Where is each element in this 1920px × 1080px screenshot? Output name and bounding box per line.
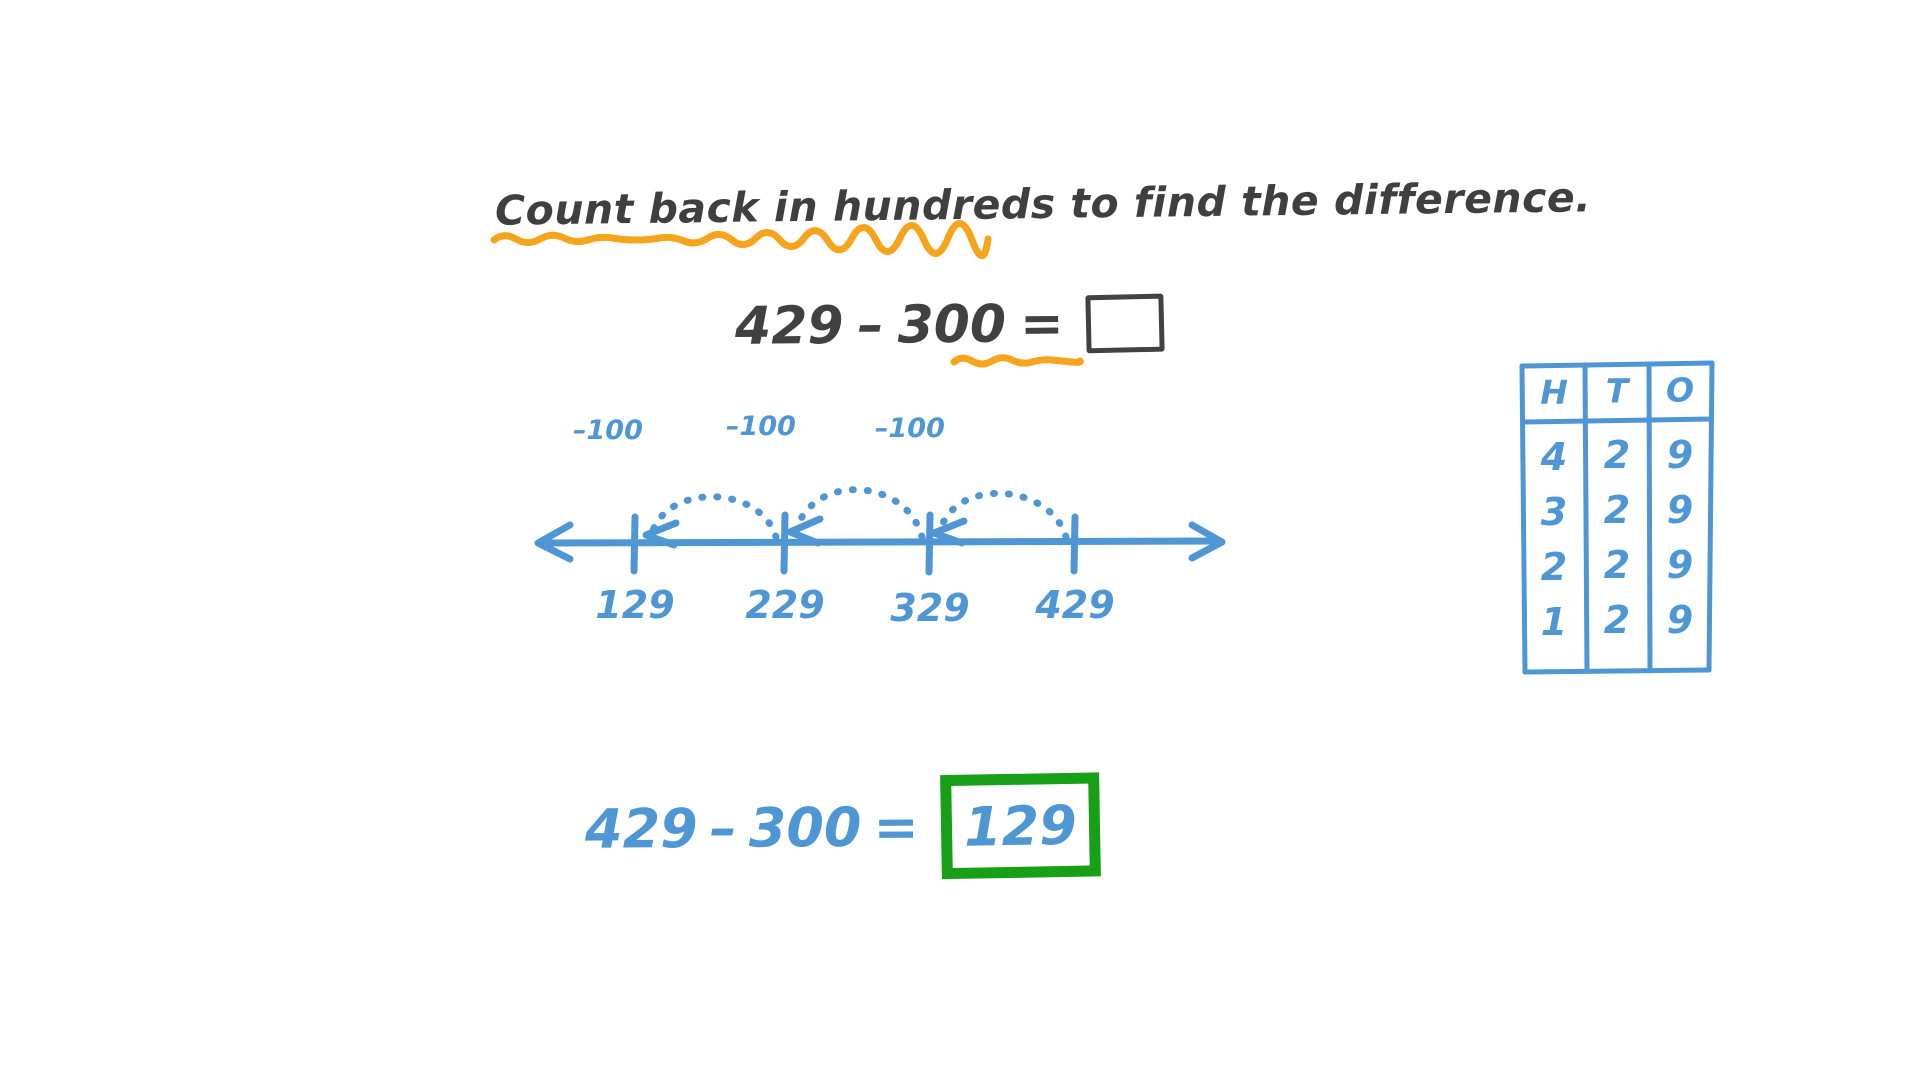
tick-label-229: 229 [745, 583, 825, 627]
table-row: 9 [1666, 488, 1694, 532]
table-row: 2 [1603, 543, 1631, 587]
solution-subtrahend: 300 [748, 795, 862, 860]
table-row: 1 [1540, 600, 1568, 644]
table-header-ones: O [1665, 370, 1695, 410]
tick-label-129: 129 [595, 583, 675, 627]
tick-label-329: 329 [890, 586, 970, 630]
table-row: 2 [1603, 433, 1631, 477]
number-line-graphic [534, 486, 1226, 576]
place-value-table-grid [1519, 360, 1715, 675]
table-header-tens: T [1605, 371, 1629, 411]
hop-label-2: –100 [726, 411, 796, 442]
hop-label-1: –100 [875, 413, 945, 444]
tick-label-429: 429 [1035, 583, 1115, 627]
problem-equation: 429 – 300 = [734, 293, 1165, 357]
table-row: 2 [1603, 488, 1631, 532]
solution-answer-box: 129 [939, 772, 1101, 880]
problem-operator: – [857, 295, 884, 356]
table-row: 2 [1603, 598, 1631, 642]
table-header-hundreds: H [1540, 372, 1568, 412]
solution-equals-sign: = [873, 794, 919, 859]
page-title: Count back in hundreds to find the diffe… [494, 173, 1592, 235]
number-line-diagram: –100 –100 –100 129 229 329 429 [530, 411, 1230, 630]
hop-label-3: –100 [573, 415, 643, 446]
table-row: 4 [1540, 435, 1568, 479]
problem-minuend: 429 [734, 295, 844, 357]
problem-subtrahend: 300 [897, 294, 1007, 356]
subtrahend-underline-squiggle [950, 354, 1084, 368]
title-underline-squiggle [490, 220, 992, 260]
table-row: 9 [1666, 598, 1694, 642]
place-value-table: H T O 4 2 9 3 2 9 2 2 9 1 2 9 [1518, 360, 1718, 680]
solution-operator: – [709, 796, 737, 860]
problem-equals-sign: = [1019, 294, 1064, 355]
table-row: 2 [1540, 545, 1568, 589]
table-row: 3 [1540, 490, 1568, 534]
answer-input-box[interactable] [1085, 293, 1165, 354]
solution-equation: 429 – 300 = 129 [584, 772, 1101, 881]
table-row: 9 [1666, 433, 1694, 477]
table-row: 9 [1666, 543, 1694, 587]
solution-minuend: 429 [584, 796, 698, 861]
